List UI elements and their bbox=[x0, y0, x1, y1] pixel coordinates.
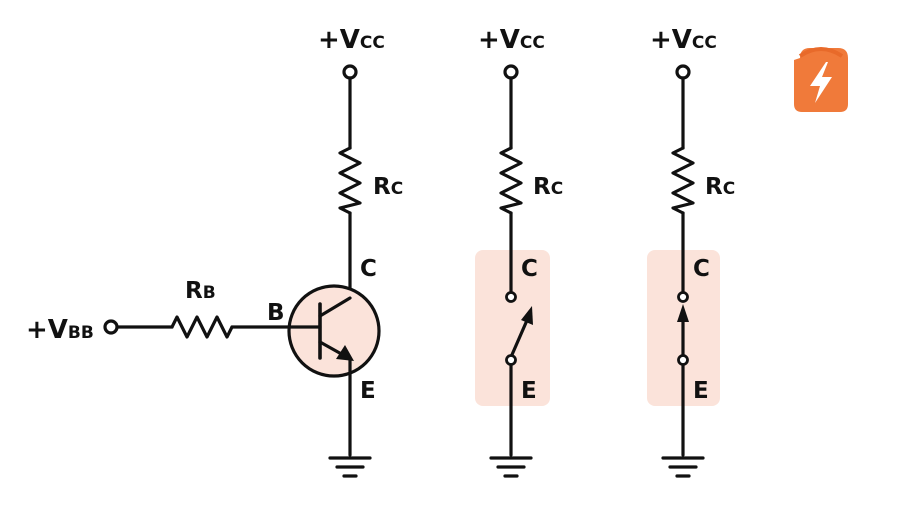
base-label: B bbox=[267, 300, 285, 326]
ground-symbol-1 bbox=[328, 456, 372, 478]
collector-resistor-3 bbox=[671, 146, 695, 215]
transistor-circuit: +VCC RC C E B RB +VBB bbox=[26, 25, 403, 478]
switch-blade-open bbox=[509, 316, 530, 359]
ground-symbol-3 bbox=[661, 456, 705, 478]
vcc-terminal-3 bbox=[675, 64, 691, 80]
emitter-arrow bbox=[336, 345, 354, 361]
vbb-label: +VBB bbox=[26, 315, 94, 345]
collector-resistor-1 bbox=[338, 146, 362, 215]
collector-label-2: C bbox=[521, 256, 538, 282]
switch-arrow-closed bbox=[677, 304, 689, 322]
collector-resistor-2 bbox=[499, 146, 523, 215]
emitter-label-2: E bbox=[521, 378, 537, 404]
vbb-terminal bbox=[103, 319, 119, 335]
collector-label-1: C bbox=[360, 256, 377, 282]
ground-symbol-2 bbox=[489, 456, 533, 478]
emitter-label-3: E bbox=[693, 378, 709, 404]
rc-label-3: RC bbox=[705, 174, 735, 200]
emitter-label-1: E bbox=[360, 378, 376, 404]
rc-label-1: RC bbox=[373, 174, 403, 200]
transistor-body bbox=[287, 284, 381, 378]
vcc-label-3: +VCC bbox=[650, 25, 717, 55]
transistor-collector-lead bbox=[318, 296, 352, 318]
switch-contact-bottom-closed bbox=[677, 354, 689, 366]
switch-contact-top-closed bbox=[677, 291, 689, 303]
vcc-terminal-2 bbox=[503, 64, 519, 80]
badge-top-curve bbox=[798, 47, 844, 58]
collector-label-3: C bbox=[693, 256, 710, 282]
open-switch-circuit: +VCC RC C E bbox=[475, 25, 563, 478]
base-resistor bbox=[170, 315, 234, 339]
switch-contact-top-open bbox=[505, 291, 517, 303]
switch-highlight-open bbox=[475, 250, 550, 406]
lightning-bolt-icon bbox=[810, 62, 832, 103]
switch-arrow-open bbox=[521, 306, 533, 325]
rb-label: RB bbox=[185, 278, 216, 304]
vcc-label-2: +VCC bbox=[478, 25, 545, 55]
rc-label-2: RC bbox=[533, 174, 563, 200]
closed-switch-circuit: +VCC RC C E bbox=[647, 25, 735, 478]
switch-contact-bottom-open bbox=[505, 354, 517, 366]
vcc-terminal-1 bbox=[342, 64, 358, 80]
lightning-badge bbox=[794, 47, 848, 112]
vcc-label-1: +VCC bbox=[318, 25, 385, 55]
